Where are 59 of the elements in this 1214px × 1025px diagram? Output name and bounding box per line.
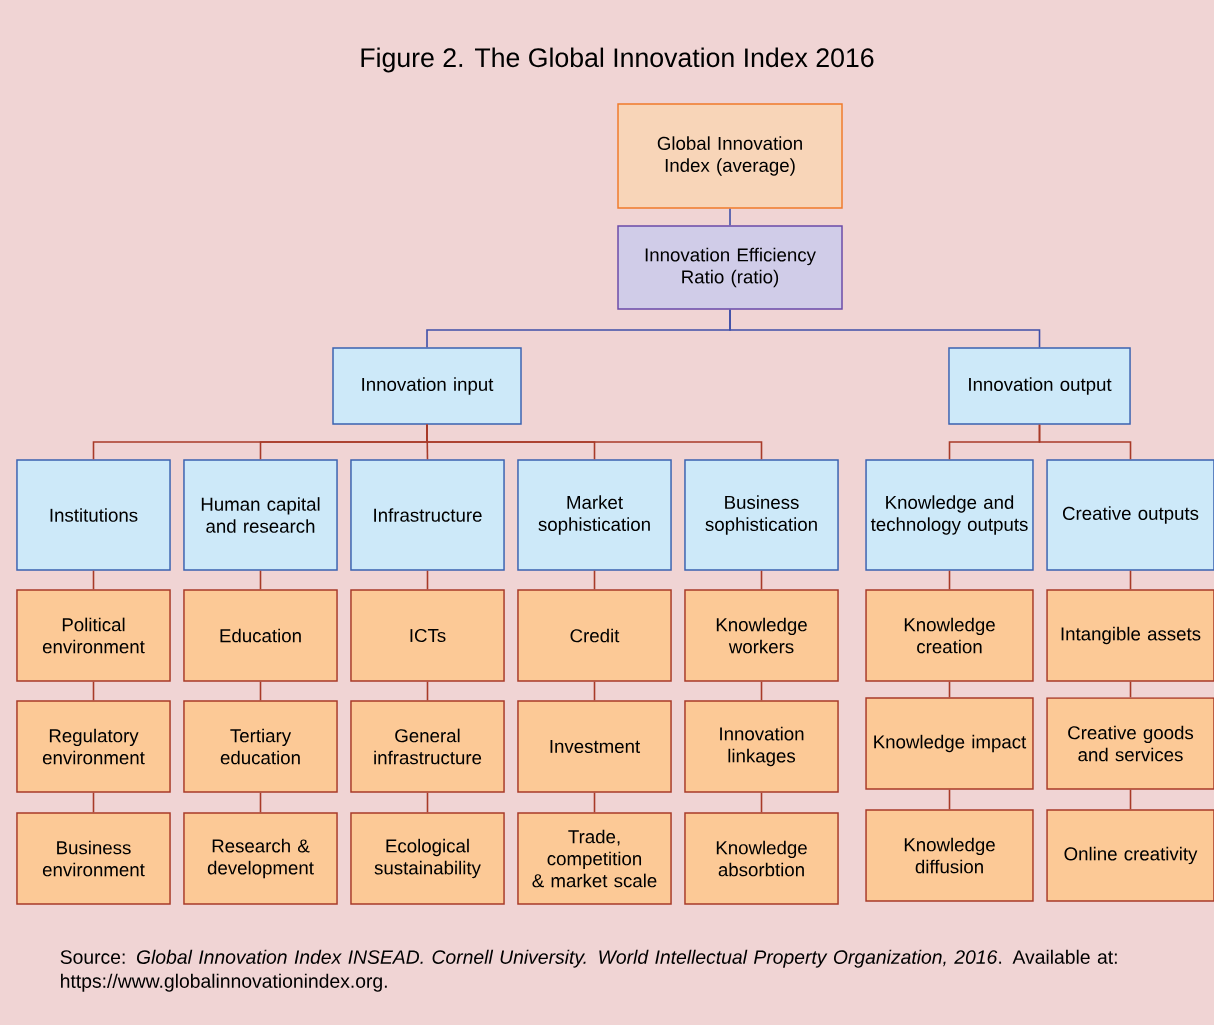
connector-line bbox=[426, 680, 429, 702]
sub-pillar-box: ICTs bbox=[350, 589, 505, 682]
sub-pillar-box: Trade, competition & market scale bbox=[517, 812, 672, 905]
connector-line bbox=[259, 680, 262, 702]
pillar-box: Business sophistication bbox=[684, 459, 839, 571]
connector-line bbox=[760, 680, 763, 702]
index-box: Global Innovation Index (average) bbox=[617, 103, 843, 209]
pillar-box: Innovation output bbox=[948, 347, 1131, 425]
connector-line bbox=[92, 791, 95, 814]
source-note: Source: Global Innovation Index INSEAD. Cornell University. World Intellectual Property Organization, 2016. Available at: https://www.globalinnovationindex.org. bbox=[60, 949, 1117, 992]
sub-pillar-box: Creative goods and services bbox=[1046, 697, 1214, 790]
connector-line bbox=[1129, 788, 1132, 811]
connector-line bbox=[259, 791, 262, 814]
connector-line bbox=[760, 791, 763, 814]
sub-pillar-box: Political environment bbox=[16, 589, 171, 682]
sub-pillar-box: Knowledge impact bbox=[865, 697, 1034, 790]
connector-line bbox=[948, 680, 951, 699]
connector-line bbox=[593, 569, 596, 591]
connector-line bbox=[259, 569, 262, 591]
connector-line bbox=[426, 791, 429, 814]
sub-pillar-box: Online creativity bbox=[1046, 809, 1214, 902]
connector-line bbox=[1129, 680, 1132, 699]
connector-line bbox=[729, 308, 1041, 349]
sub-pillar-box: Knowledge creation bbox=[865, 589, 1034, 682]
pillar-box: Infrastructure bbox=[350, 459, 505, 571]
sub-pillar-box: Knowledge diffusion bbox=[865, 809, 1034, 902]
connector-line bbox=[92, 569, 95, 591]
sub-pillar-box: Tertiary education bbox=[183, 700, 338, 793]
sub-pillar-box: Ecological sustainability bbox=[350, 812, 505, 905]
connector-line bbox=[1129, 569, 1132, 591]
sub-pillar-box: Business environment bbox=[16, 812, 171, 905]
sub-pillar-box: Credit bbox=[517, 589, 672, 682]
pillar-box: Institutions bbox=[16, 459, 171, 571]
connector-line bbox=[426, 569, 429, 591]
connector-line bbox=[948, 569, 951, 591]
sub-pillar-box: Investment bbox=[517, 700, 672, 793]
sub-pillar-box: Research & development bbox=[183, 812, 338, 905]
pillar-box: Knowledge and technology outputs bbox=[865, 459, 1034, 571]
sub-pillar-box: Regulatory environment bbox=[16, 700, 171, 793]
connector-line bbox=[426, 423, 763, 461]
sub-pillar-box: Knowledge absorbtion bbox=[684, 812, 839, 905]
sub-pillar-box: General infrastructure bbox=[350, 700, 505, 793]
sub-pillar-box: Knowledge workers bbox=[684, 589, 839, 682]
connector-line bbox=[760, 569, 763, 591]
pillar-box: Innovation input bbox=[332, 347, 522, 425]
sub-pillar-box: Intangible assets bbox=[1046, 589, 1214, 682]
ratio-box: Innovation Efficiency Ratio (ratio) bbox=[617, 225, 843, 310]
connector-line bbox=[1038, 423, 1132, 461]
pillar-box: Creative outputs bbox=[1046, 459, 1214, 571]
pillar-box: Human capital and research bbox=[183, 459, 338, 571]
connector-line bbox=[92, 680, 95, 702]
connector-line bbox=[948, 788, 951, 811]
connector-line bbox=[593, 791, 596, 814]
title: Figure 2. The Global Innovation Index 2016 bbox=[361, 47, 874, 73]
connector-line bbox=[593, 680, 596, 702]
pillar-box: Market sophistication bbox=[517, 459, 672, 571]
sub-pillar-box: Education bbox=[183, 589, 338, 682]
sub-pillar-box: Innovation linkages bbox=[684, 700, 839, 793]
connector-line bbox=[729, 207, 731, 227]
